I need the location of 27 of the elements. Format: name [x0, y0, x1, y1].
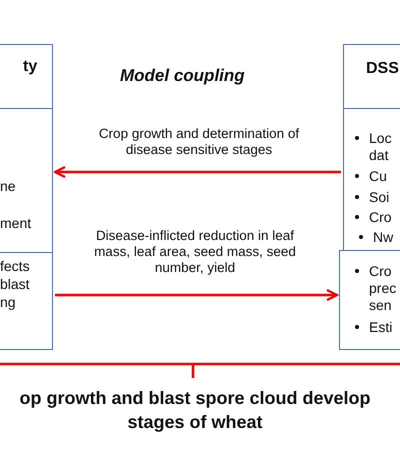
list-item-text: dat [369, 147, 388, 163]
list-item-text: Cu [369, 168, 387, 184]
list-item-text: Nw [373, 229, 394, 245]
list-item-text: Esti [369, 319, 392, 335]
list-item-text: Soi [369, 189, 390, 205]
list-panel [0, 108, 53, 253]
list-item-text: Cro [369, 263, 392, 279]
header-panel [343, 44, 400, 109]
list-panel [339, 250, 400, 350]
caption-text: stages of wheat [126, 412, 264, 433]
list-item-text: ng [0, 294, 16, 310]
list-item-text: sen [369, 297, 392, 313]
panel-heading: DSS [366, 61, 399, 77]
list-panel [0, 252, 53, 350]
panel-heading: ty [23, 59, 38, 75]
list-item-text: Cro [369, 209, 392, 225]
list-item-text: ment [0, 215, 32, 231]
list-item-text: blast [0, 276, 30, 292]
arrow [54, 166, 341, 178]
list-item-text: Loc [369, 130, 392, 146]
list-item-text: ne [0, 178, 16, 194]
list-item-text: fects [0, 258, 30, 274]
header-panel [0, 44, 53, 109]
arrow [55, 288, 338, 302]
diagram-title: Model coupling [120, 66, 245, 86]
caption-text: op growth and blast spore cloud develop [18, 388, 372, 409]
list-item-text: prec [369, 280, 396, 296]
